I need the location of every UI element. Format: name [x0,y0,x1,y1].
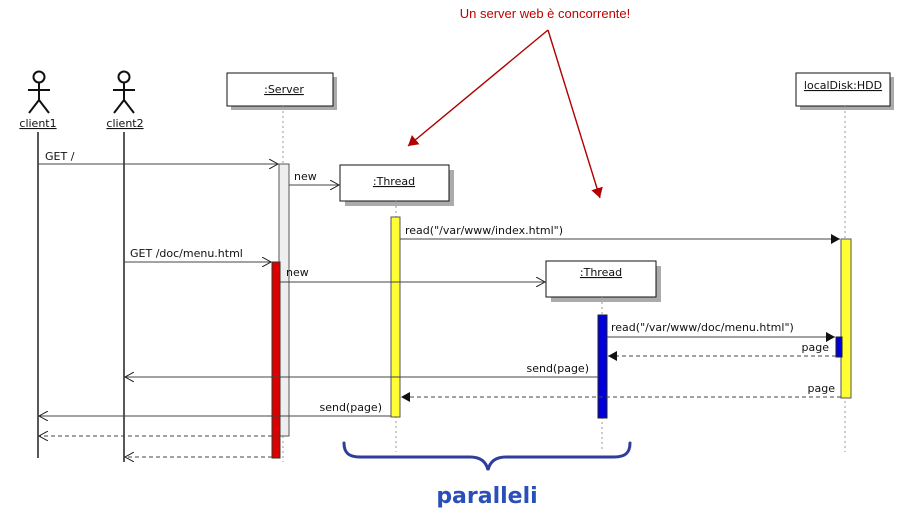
activation-thread1 [390,216,401,418]
parallel-label: paralleli [436,484,537,509]
annotation-text: Un server web è concorrente! [460,6,631,21]
message-send2: send(page) [526,362,589,375]
message-send1: send(page) [319,401,382,414]
message-page2: page [802,341,830,354]
annotation-arrow-right [547,29,603,199]
message-get-root: GET / [45,150,75,163]
actor-client2: client2 [106,70,144,130]
activation-disk [840,238,852,399]
actor-label-client1: client1 [19,117,56,130]
stick-figure-icon [28,70,50,114]
message-new1: new [294,170,317,183]
activation-disk-inner [835,336,843,358]
annotation-arrow-left [407,29,549,147]
message-page1: page [808,382,836,395]
object-disk: localDisk:HDD [795,72,894,110]
actor-client1: client1 [19,70,57,130]
activation-server-request2 [271,261,281,459]
object-thread1-label: :Thread [373,175,415,188]
object-thread2-label: :Thread [580,266,622,279]
stick-figure-icon [113,70,135,114]
actor-label-client2: client2 [106,117,143,130]
object-server: :Server [226,72,337,110]
message-read1: read("/var/www/index.html") [405,224,563,237]
object-thread1: :Thread [339,164,454,206]
activation-thread2 [597,314,608,419]
parallel-brace [342,441,632,471]
message-get-menu: GET /doc/menu.html [130,247,243,260]
object-server-label: :Server [264,83,304,96]
message-new2: new [286,266,309,279]
object-disk-label: localDisk:HDD [804,79,882,92]
message-read2: read("/var/www/doc/menu.html") [611,321,794,334]
object-thread2: :Thread [545,260,661,302]
